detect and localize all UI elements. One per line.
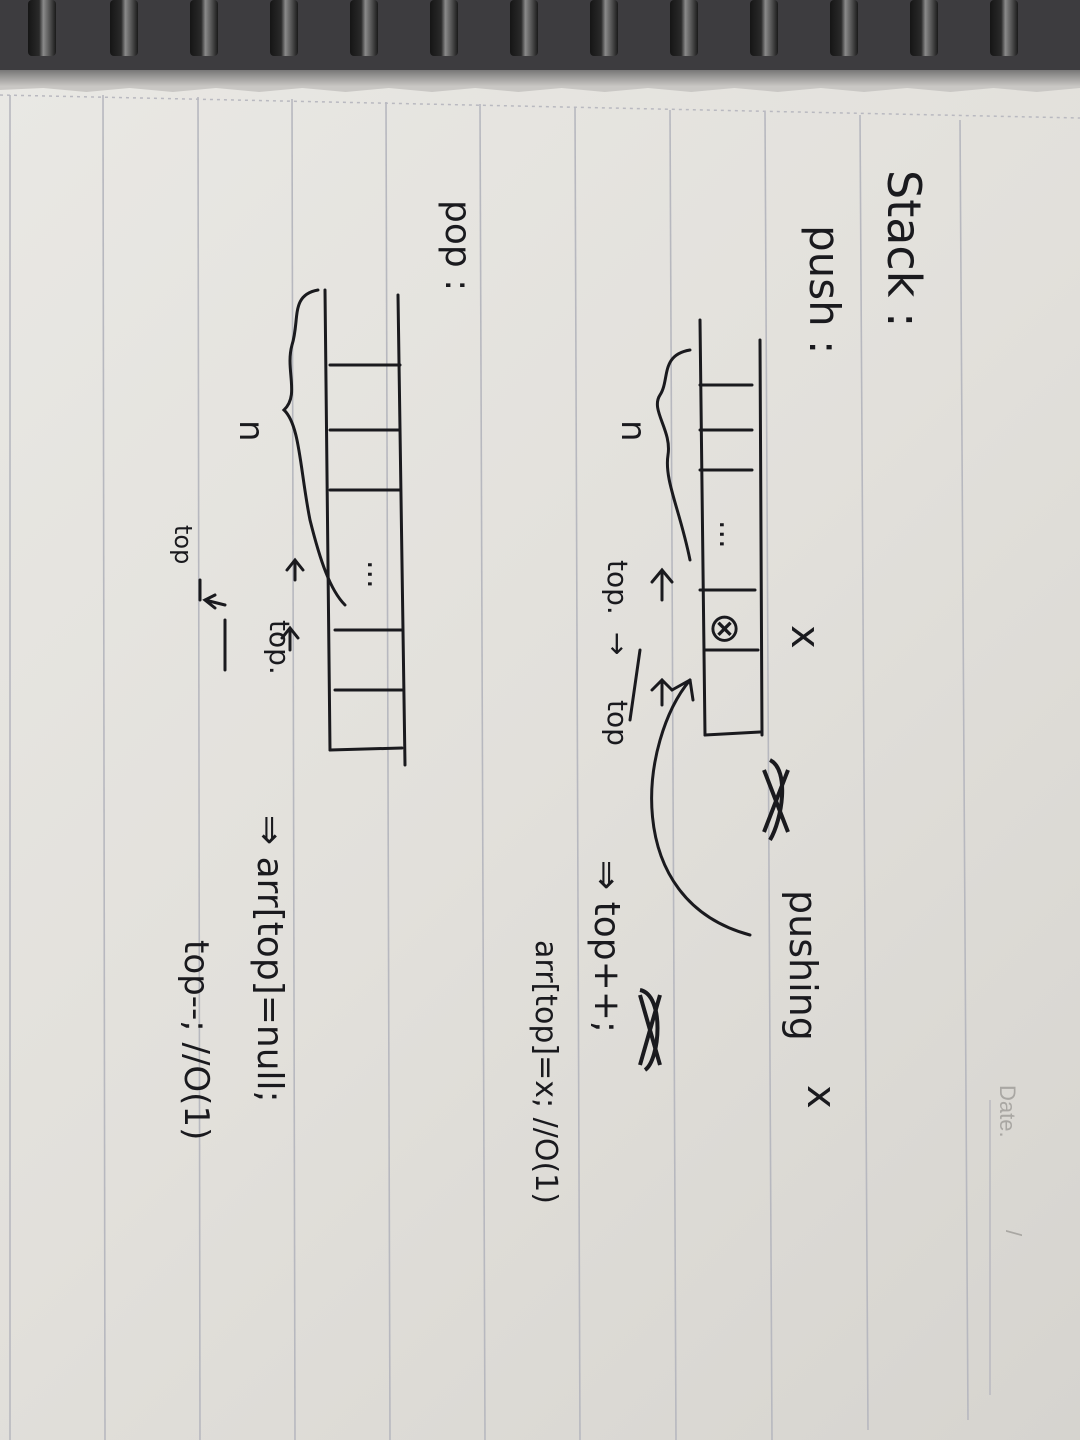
- binding-ring: [110, 0, 138, 56]
- binding-ring: [750, 0, 778, 56]
- date-separator: /: [1001, 1230, 1026, 1237]
- date-label: Date.: [995, 1085, 1020, 1138]
- ruled-lines: [9, 94, 969, 1440]
- binding-ring: [430, 0, 458, 56]
- binding-ring: [910, 0, 938, 56]
- push-code-line-2: arr[top]=x; //O(1): [528, 940, 563, 1204]
- pop-n-label: n: [231, 420, 271, 442]
- spiral-binding: [0, 0, 1080, 70]
- pushing-label: pushing: [781, 890, 825, 1041]
- binding-ring: [990, 0, 1018, 56]
- pushed-cell-mark: ⊗: [702, 612, 748, 646]
- binding-ring: [510, 0, 538, 56]
- binding-ring: [270, 0, 298, 56]
- top-after-label: top: [601, 700, 634, 746]
- pop-code-line-2: top--; //O(1): [176, 940, 216, 1140]
- binding-ring: [590, 0, 618, 56]
- top-arrow: →: [601, 632, 634, 655]
- pushing-x: x: [798, 1085, 844, 1109]
- scribbled-word: [638, 988, 662, 1072]
- binding-ring: [190, 0, 218, 56]
- push-n-label: n: [613, 420, 653, 442]
- header-rule: [0, 94, 1080, 119]
- binding-ring: [350, 0, 378, 56]
- push-array-diagram: [628, 318, 764, 937]
- push-code-line-1: ⇒ top++;: [586, 860, 627, 1033]
- pop-heading: pop :: [437, 200, 478, 291]
- binding-ring: [28, 0, 56, 56]
- binding-ring: [670, 0, 698, 56]
- push-ellipsis: ...: [712, 520, 747, 549]
- pop-top-new-label: top: [169, 525, 197, 564]
- scribbled-word: [762, 758, 790, 842]
- page-title: Stack :: [877, 170, 931, 327]
- notebook-page: [0, 88, 1080, 1440]
- pop-ellipsis: ...: [360, 560, 395, 589]
- push-heading: push :: [800, 225, 849, 354]
- arrow-x-label: x: [782, 625, 828, 649]
- pop-top-label: top.: [263, 620, 296, 675]
- top-before-label: top.: [601, 560, 634, 615]
- binding-ring: [830, 0, 858, 56]
- pop-code-line-1: ⇒ arr[top]=null;: [249, 815, 290, 1103]
- pop-array-diagram: [198, 288, 407, 767]
